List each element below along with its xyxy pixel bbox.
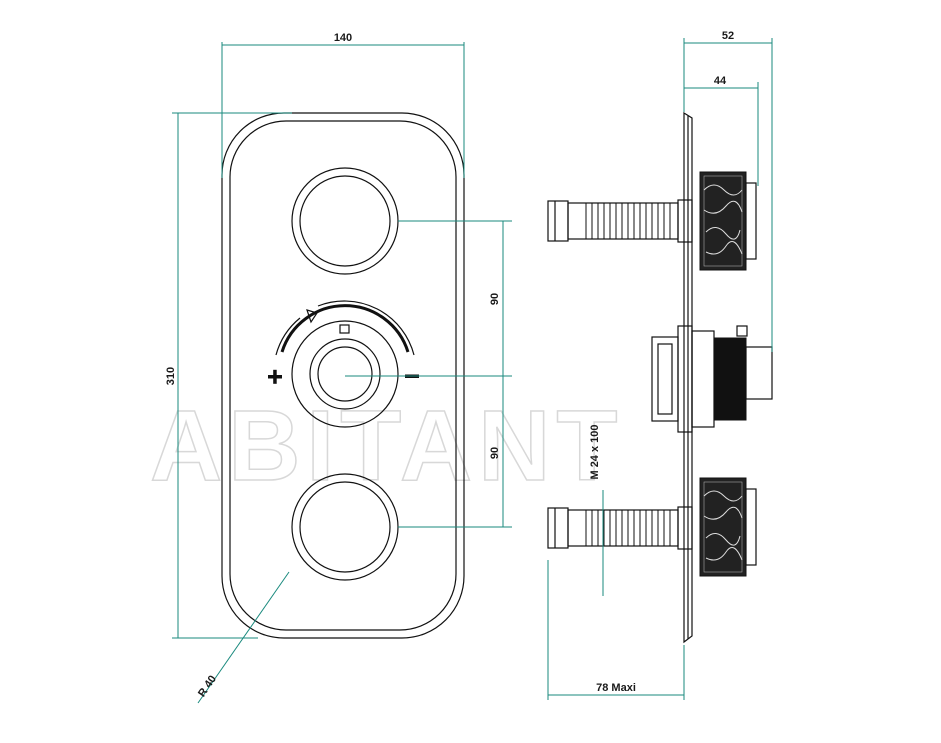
height-label: 310 — [165, 367, 177, 385]
spacing-bottom-label: 90 — [489, 447, 501, 459]
depth-total-label: 52 — [722, 30, 734, 42]
thermo-knob-inner — [317, 346, 373, 402]
spacing-top-label: 90 — [489, 293, 501, 305]
thermostatic-knob — [268, 300, 419, 428]
thermo-knob-middle — [309, 338, 381, 410]
front-dimensions: 140 310 90 90 R 40 — [165, 32, 512, 704]
radius-leader-line — [197, 571, 290, 704]
front-view — [221, 112, 465, 639]
thermo-indicator-tab — [339, 324, 350, 334]
top-decorative-handle — [699, 171, 757, 271]
bottom-knob-inner — [299, 481, 391, 573]
thermostatic-body — [651, 325, 773, 433]
side-dimensions: 52 44 M 24 x 100 78 Maxi — [547, 30, 773, 700]
depth-inner-label: 44 — [714, 75, 727, 87]
arrow-icon — [306, 309, 318, 324]
side-view — [547, 111, 773, 644]
temperature-arc — [280, 304, 410, 353]
plus-icon — [268, 369, 282, 384]
width-label: 140 — [334, 32, 352, 44]
side-plate — [683, 111, 693, 644]
bottom-valve-stem — [547, 506, 693, 550]
top-valve-stem — [547, 199, 693, 243]
temperature-arc-outer-left — [275, 317, 301, 356]
top-knob-outer — [291, 167, 399, 275]
thermo-knob-outer — [291, 320, 399, 428]
bottom-decorative-handle — [699, 477, 757, 577]
thread-label: M 24 x 100 — [589, 424, 601, 479]
top-knob-inner — [299, 175, 391, 267]
watermark: ABITANT — [150, 390, 623, 502]
projection-label: 78 Maxi — [596, 682, 636, 694]
temperature-arc-outer-right — [317, 300, 415, 356]
